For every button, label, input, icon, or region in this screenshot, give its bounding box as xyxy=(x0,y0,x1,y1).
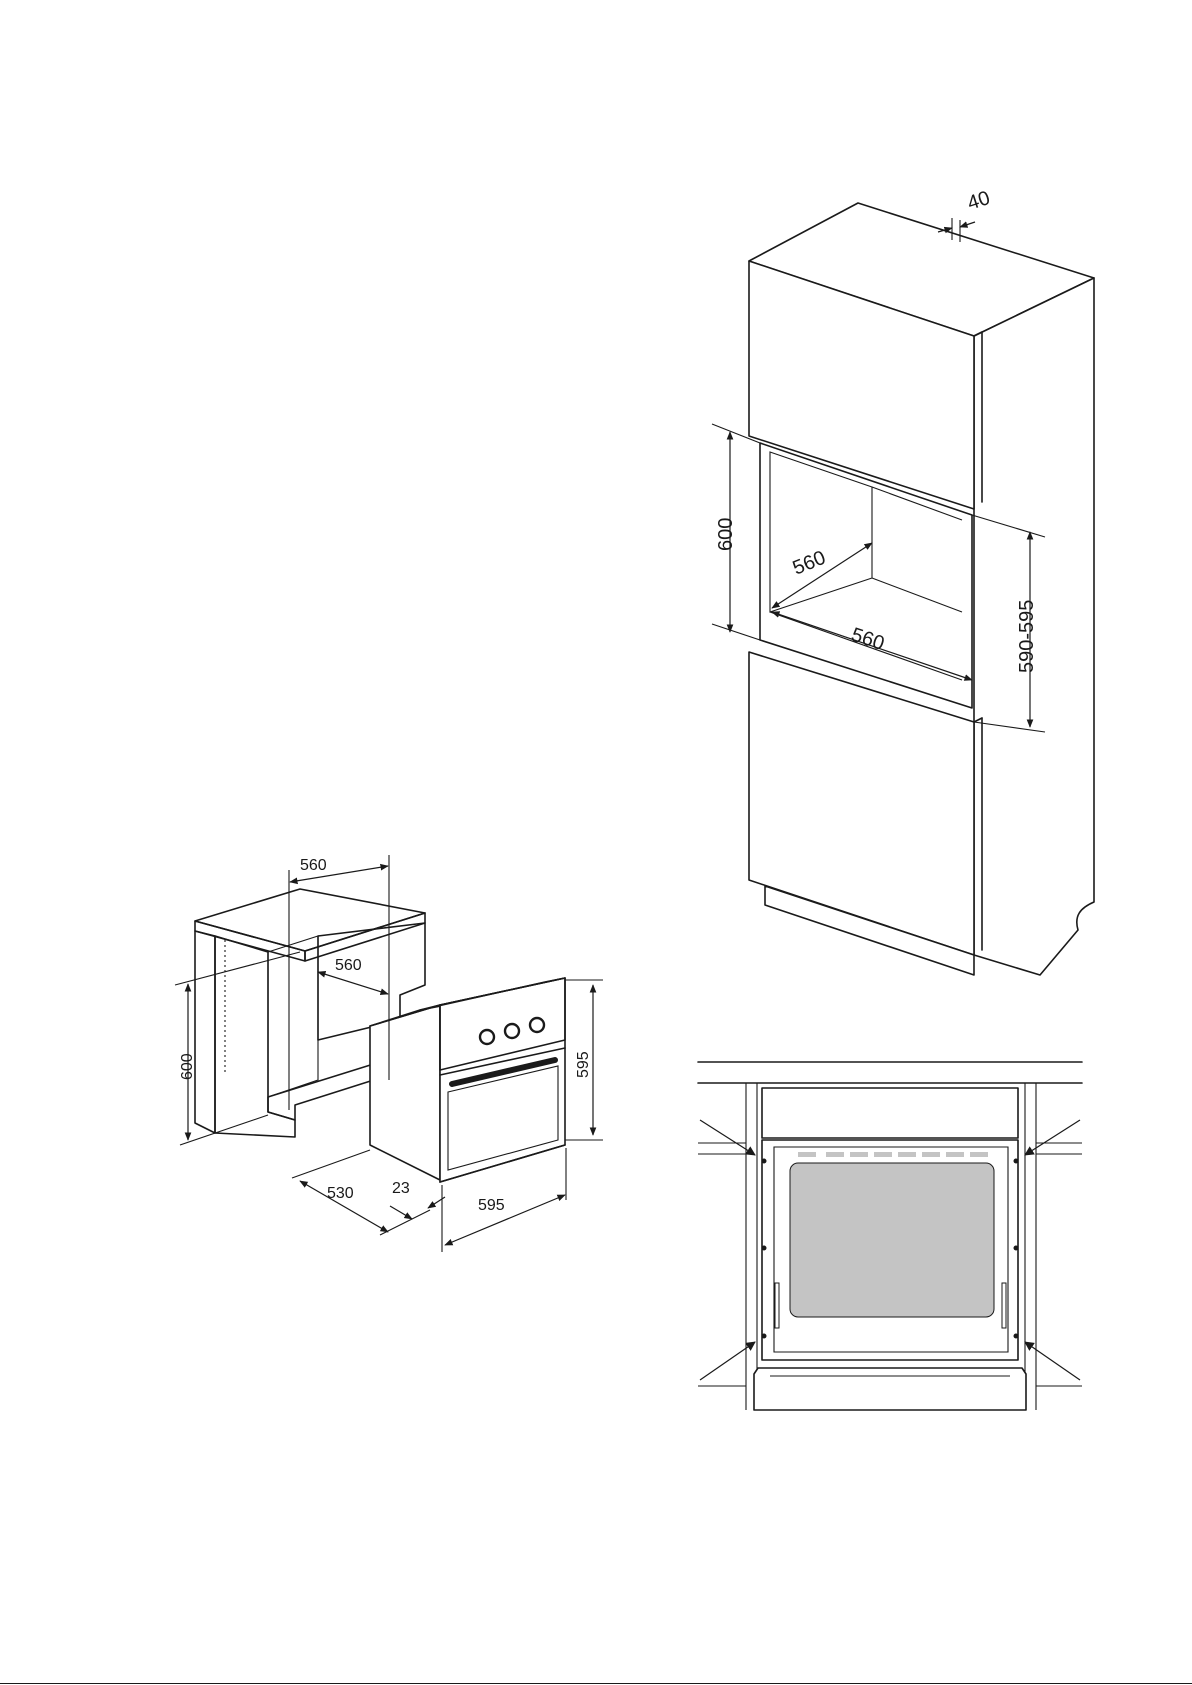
tall-cabinet-upper-door xyxy=(749,261,974,509)
dim-line-front-depth-2 xyxy=(428,1197,445,1208)
front-bottom-drawer xyxy=(754,1368,1026,1410)
page-bottom-rule xyxy=(0,1683,1192,1684)
dim-ext-depth-front xyxy=(380,1210,430,1235)
tall-cabinet-right-side xyxy=(974,278,1094,975)
screw-arrow-top-left xyxy=(700,1120,755,1155)
label-oven-depth: 530 xyxy=(327,1185,354,1202)
undercounter-dimension-lines xyxy=(175,855,603,1252)
oven-front-panel xyxy=(440,978,565,1182)
tall-cabinet-top xyxy=(749,203,1094,336)
dim-line-inner-depth xyxy=(318,972,388,994)
dim-line-niche-depth xyxy=(772,543,872,608)
screw-arrow-top-right xyxy=(1025,1120,1080,1155)
tall-cabinet-plinth xyxy=(765,886,974,975)
label-oven-height: 595 xyxy=(575,1051,592,1078)
dim-line-gap-2 xyxy=(960,222,975,227)
dim-ext-opening-bottom xyxy=(974,722,1045,732)
label-oven-width: 595 xyxy=(478,1197,505,1214)
cabinet-bottom-plinth xyxy=(268,1062,380,1120)
tall-cabinet-niche-frame xyxy=(760,443,972,708)
oven-knob-middle xyxy=(505,1024,519,1038)
undercounter-oven xyxy=(370,978,565,1182)
countertop-top xyxy=(195,889,425,951)
screw-point-bottom-right xyxy=(1014,1334,1019,1339)
dim-line-front-depth xyxy=(390,1206,412,1219)
label-niche-height: 600 xyxy=(715,518,737,551)
cabinet-left-side-front xyxy=(215,936,295,1137)
oven-handle-left xyxy=(775,1283,779,1328)
door-edge-lower xyxy=(974,718,982,722)
oven-door-inner-frame xyxy=(448,1066,558,1170)
cabinet-back-wall xyxy=(268,936,318,1097)
oven-handle-right xyxy=(1002,1283,1006,1328)
left-shelf xyxy=(698,1143,746,1154)
dim-line-top-width xyxy=(290,866,388,882)
oven-door-handle xyxy=(452,1060,555,1084)
oven-vent-slots xyxy=(798,1152,988,1157)
oven-door-glass xyxy=(790,1163,994,1317)
dim-line-gap xyxy=(938,228,952,232)
label-niche-depth: 560 xyxy=(790,547,829,580)
oven-bottom-edge xyxy=(440,1145,565,1182)
niche-floor-front xyxy=(770,612,962,680)
dim-line-niche-width xyxy=(772,612,972,680)
door-edge-upper xyxy=(974,332,982,336)
oven-body-side xyxy=(370,1005,440,1180)
oven-door-top-line xyxy=(440,1048,565,1075)
oven-knob-left xyxy=(480,1030,494,1044)
oven-front-frame xyxy=(762,1140,1018,1360)
oven-top-trim xyxy=(420,978,565,1010)
dim-ext-height-bottom xyxy=(180,1115,268,1145)
screw-arrow-bottom-right xyxy=(1025,1342,1080,1380)
left-upright xyxy=(746,1083,757,1410)
screw-point-top-left xyxy=(762,1159,767,1164)
dim-ext-niche-bottom xyxy=(712,624,760,640)
screw-arrow-bottom-left xyxy=(700,1342,755,1380)
oven-knob-right xyxy=(530,1018,544,1032)
label-top-width: 560 xyxy=(300,857,327,874)
label-inner-depth: 560 xyxy=(335,957,362,974)
tall-cabinet xyxy=(749,203,1094,975)
dim-ext-height-top xyxy=(175,952,300,985)
countertop-right-edge xyxy=(305,913,425,961)
label-opening-range: 590-595 xyxy=(1016,600,1038,673)
undercounter-cabinet xyxy=(195,889,425,1137)
cabinet-left-side xyxy=(195,931,215,1133)
tall-cabinet-dimension-lines xyxy=(712,218,1045,732)
label-top-gap: 40 xyxy=(965,187,993,215)
right-upright xyxy=(1025,1083,1036,1410)
label-niche-width: 560 xyxy=(848,624,887,655)
label-front-depth: 23 xyxy=(392,1180,410,1197)
dim-line-oven-depth xyxy=(300,1181,388,1232)
undercounter-dimension-labels: 560 560 600 595 530 23 595 xyxy=(179,857,592,1214)
cabinet-right-side xyxy=(318,923,425,1040)
tall-cabinet-dimension-labels: 40 600 560 560 590-595 xyxy=(715,187,1038,673)
screw-point-mid-left xyxy=(762,1246,767,1251)
tall-cabinet-lower-door xyxy=(749,652,974,955)
label-cabinet-height: 600 xyxy=(179,1053,196,1080)
oven-front-inner-frame xyxy=(774,1147,1008,1352)
front-top-panel xyxy=(762,1088,1018,1138)
dim-ext-niche-top xyxy=(712,424,760,443)
front-view-frame xyxy=(698,1062,1082,1410)
dim-ext-opening-top xyxy=(972,515,1045,537)
niche-floor-line xyxy=(872,578,962,612)
tall-cabinet-niche-back xyxy=(770,452,872,612)
dim-line-oven-width xyxy=(445,1195,565,1245)
oven-body-top xyxy=(370,985,550,1026)
screw-markers xyxy=(700,1120,1080,1380)
oven-control-panel xyxy=(440,978,565,1070)
screw-point-mid-right xyxy=(1014,1246,1019,1251)
right-shelf xyxy=(1036,1143,1082,1154)
screw-point-bottom-left xyxy=(762,1334,767,1339)
dim-ext-depth-back xyxy=(292,1150,370,1178)
niche-ceiling-line xyxy=(872,487,962,520)
countertop-front-edge xyxy=(195,921,305,961)
screw-point-top-right xyxy=(1014,1159,1019,1164)
